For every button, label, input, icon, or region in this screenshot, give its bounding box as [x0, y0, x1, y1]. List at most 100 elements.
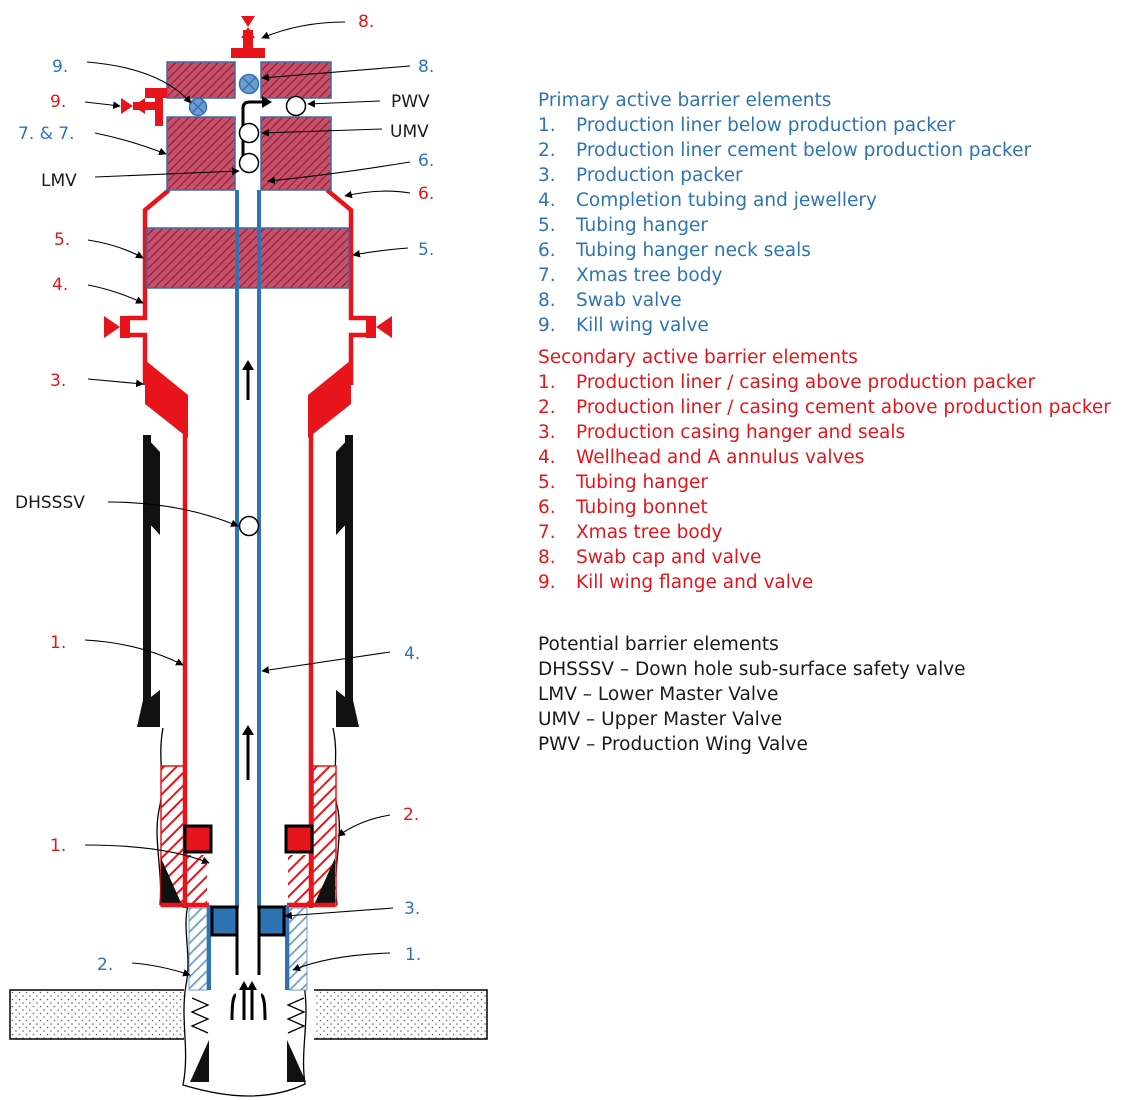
potential-item: PWV – Production Wing Valve [538, 734, 808, 755]
primary-item-text: Kill wing valve [576, 315, 709, 336]
label-left-4-red: 4. [52, 275, 68, 295]
label-right-4-blue: 4. [404, 644, 420, 664]
perforation-springs [190, 997, 306, 1034]
secondary-item: 4.Wellhead and A annulus valves [538, 445, 1118, 470]
secondary-item-number: 2. [538, 397, 556, 418]
potential-item: LMV – Lower Master Valve [538, 684, 779, 705]
primary-item-text: Completion tubing and jewellery [576, 190, 877, 211]
secondary-item-number: 1. [538, 372, 556, 393]
kill-wing-flange [121, 88, 167, 126]
kill-wing-valve-icon [188, 97, 208, 117]
secondary-item-text: Tubing bonnet [576, 497, 708, 518]
primary-item-text: Tubing hanger neck seals [576, 240, 811, 261]
secondary-item: 8. Swab cap and valve [538, 545, 1118, 570]
swab-valve-icon [238, 73, 260, 95]
label-right-5-blue: 5. [418, 240, 434, 260]
secondary-item: 9.Kill wing flange and valve [538, 570, 1118, 595]
lmv-valve-icon [238, 152, 260, 174]
primary-item-text: Xmas tree body [576, 265, 723, 286]
secondary-item: 3. Production casing hanger and seals [538, 420, 1118, 445]
label-left-5-red: 5. [54, 230, 70, 250]
annulus-valve-left [104, 316, 130, 338]
secondary-item-text: Kill wing flange and valve [576, 572, 814, 593]
primary-heading: Primary active barrier elements [538, 90, 832, 111]
primary-item-number: 9. [538, 315, 556, 336]
potential-item: UMV – Upper Master Valve [538, 709, 783, 730]
primary-item: 9. Kill wing valve [538, 313, 1118, 338]
potential-item: DHSSSV – Down hole sub-surface safety va… [538, 659, 966, 680]
secondary-heading: Secondary active barrier elements [538, 347, 858, 368]
secondary-item-text: Tubing hanger [576, 472, 708, 493]
primary-item: 4. Completion tubing and jewellery [538, 188, 1118, 213]
primary-item: 7. Xmas tree body [538, 263, 1118, 288]
secondary-item-text: Production liner / casing above producti… [576, 372, 1036, 393]
label-dhsssv: DHSSSV [15, 493, 85, 513]
production-packer [210, 905, 286, 937]
secondary-item: 2. Production liner / casing cement above… [538, 395, 1118, 420]
primary-item-number: 8. [538, 290, 556, 311]
primary-item-text: Production liner below production packer [576, 115, 956, 136]
label-left-2-blue: 2. [97, 955, 113, 975]
secondary-item-text: Production liner / casing cement above p… [576, 397, 1111, 418]
potential-heading: Potential barrier elements [538, 634, 779, 655]
primary-item: 8. Swab valve [538, 288, 1118, 313]
primary-item-number: 3. [538, 165, 556, 186]
umv-valve-icon [238, 122, 260, 144]
secondary-item-text: Xmas tree body [576, 522, 723, 543]
surface-casing [137, 435, 359, 1082]
primary-item-text: Production packer [576, 165, 743, 186]
secondary-item-text: Swab cap and valve [576, 547, 762, 568]
primary-barrier-section: Primary active barrier elements 1. Produc… [538, 88, 1118, 338]
potential-barrier-section: Potential barrier elements DHSSSV – Down… [538, 632, 1118, 757]
label-left-9-red: 9. [50, 92, 66, 112]
label-right-2-red: 2. [403, 805, 419, 825]
secondary-barrier-section: Secondary active barrier elements 1. Prod… [538, 345, 1118, 595]
secondary-item: 1. Production liner / casing above produc… [538, 370, 1118, 395]
label-left-1-red-lower: 1. [50, 836, 66, 856]
primary-item-number: 1. [538, 115, 556, 136]
swab-cap [231, 16, 265, 58]
primary-item-number: 2. [538, 140, 556, 161]
secondary-item-text: Production casing hanger and seals [576, 422, 906, 443]
flow-arrowheads [239, 96, 272, 990]
label-right-6-blue: 6. [418, 151, 434, 171]
primary-item: 2. Production liner cement below producti… [538, 138, 1118, 163]
secondary-item-number: 5. [538, 472, 556, 493]
primary-item-number: 6. [538, 240, 556, 261]
tubing-tail [235, 935, 261, 975]
label-top-9-blue: 9. [52, 57, 68, 77]
primary-item-text: Swab valve [576, 290, 682, 311]
primary-item: 3. Production packer [538, 163, 1118, 188]
primary-item-text: Tubing hanger [576, 215, 708, 236]
primary-item-text: Production liner cement below production… [576, 140, 1032, 161]
secondary-item-text: Wellhead and A annulus valves [576, 447, 865, 468]
primary-item: 5.Tubing hanger [538, 213, 1118, 238]
label-top-8-blue: 8. [418, 57, 434, 77]
label-left-1-red-upper: 1. [50, 633, 66, 653]
label-right-3-blue: 3. [404, 899, 420, 919]
label-left-3-red: 3. [50, 371, 66, 391]
secondary-item: 6.Tubing bonnet [538, 495, 1118, 520]
label-umv: UMV [390, 122, 429, 142]
dhsssv-valve-icon [238, 515, 260, 537]
casing-hanger [145, 360, 351, 438]
secondary-list: 1. Production liner / casing above produc… [538, 370, 1118, 595]
primary-item: 1. Production liner below production pack… [538, 113, 1118, 138]
label-7-and-7: 7. & 7. [18, 124, 75, 144]
primary-item-number: 7. [538, 265, 556, 286]
primary-list: 1. Production liner below production pack… [538, 113, 1118, 338]
label-lmv: LMV [41, 171, 77, 191]
completion-tubing [235, 190, 261, 908]
annulus-valve-right [366, 316, 392, 338]
diagram-label-group: 8. 9. 8. 9. PWV 7. & 7. UMV LMV 6. 6. 5.… [15, 12, 434, 975]
legend: Primary active barrier elements 1. Produc… [538, 88, 1118, 757]
secondary-item: 5. Tubing hanger [538, 470, 1118, 495]
secondary-item-number: 3. [538, 422, 556, 443]
tubing-hanger [146, 227, 350, 289]
secondary-item-number: 8. [538, 547, 556, 568]
label-top-8-red: 8. [358, 12, 374, 32]
primary-item-number: 4. [538, 190, 556, 211]
flow-arrows [230, 100, 267, 1021]
primary-item: 6. Tubing hanger neck seals [538, 238, 1118, 263]
